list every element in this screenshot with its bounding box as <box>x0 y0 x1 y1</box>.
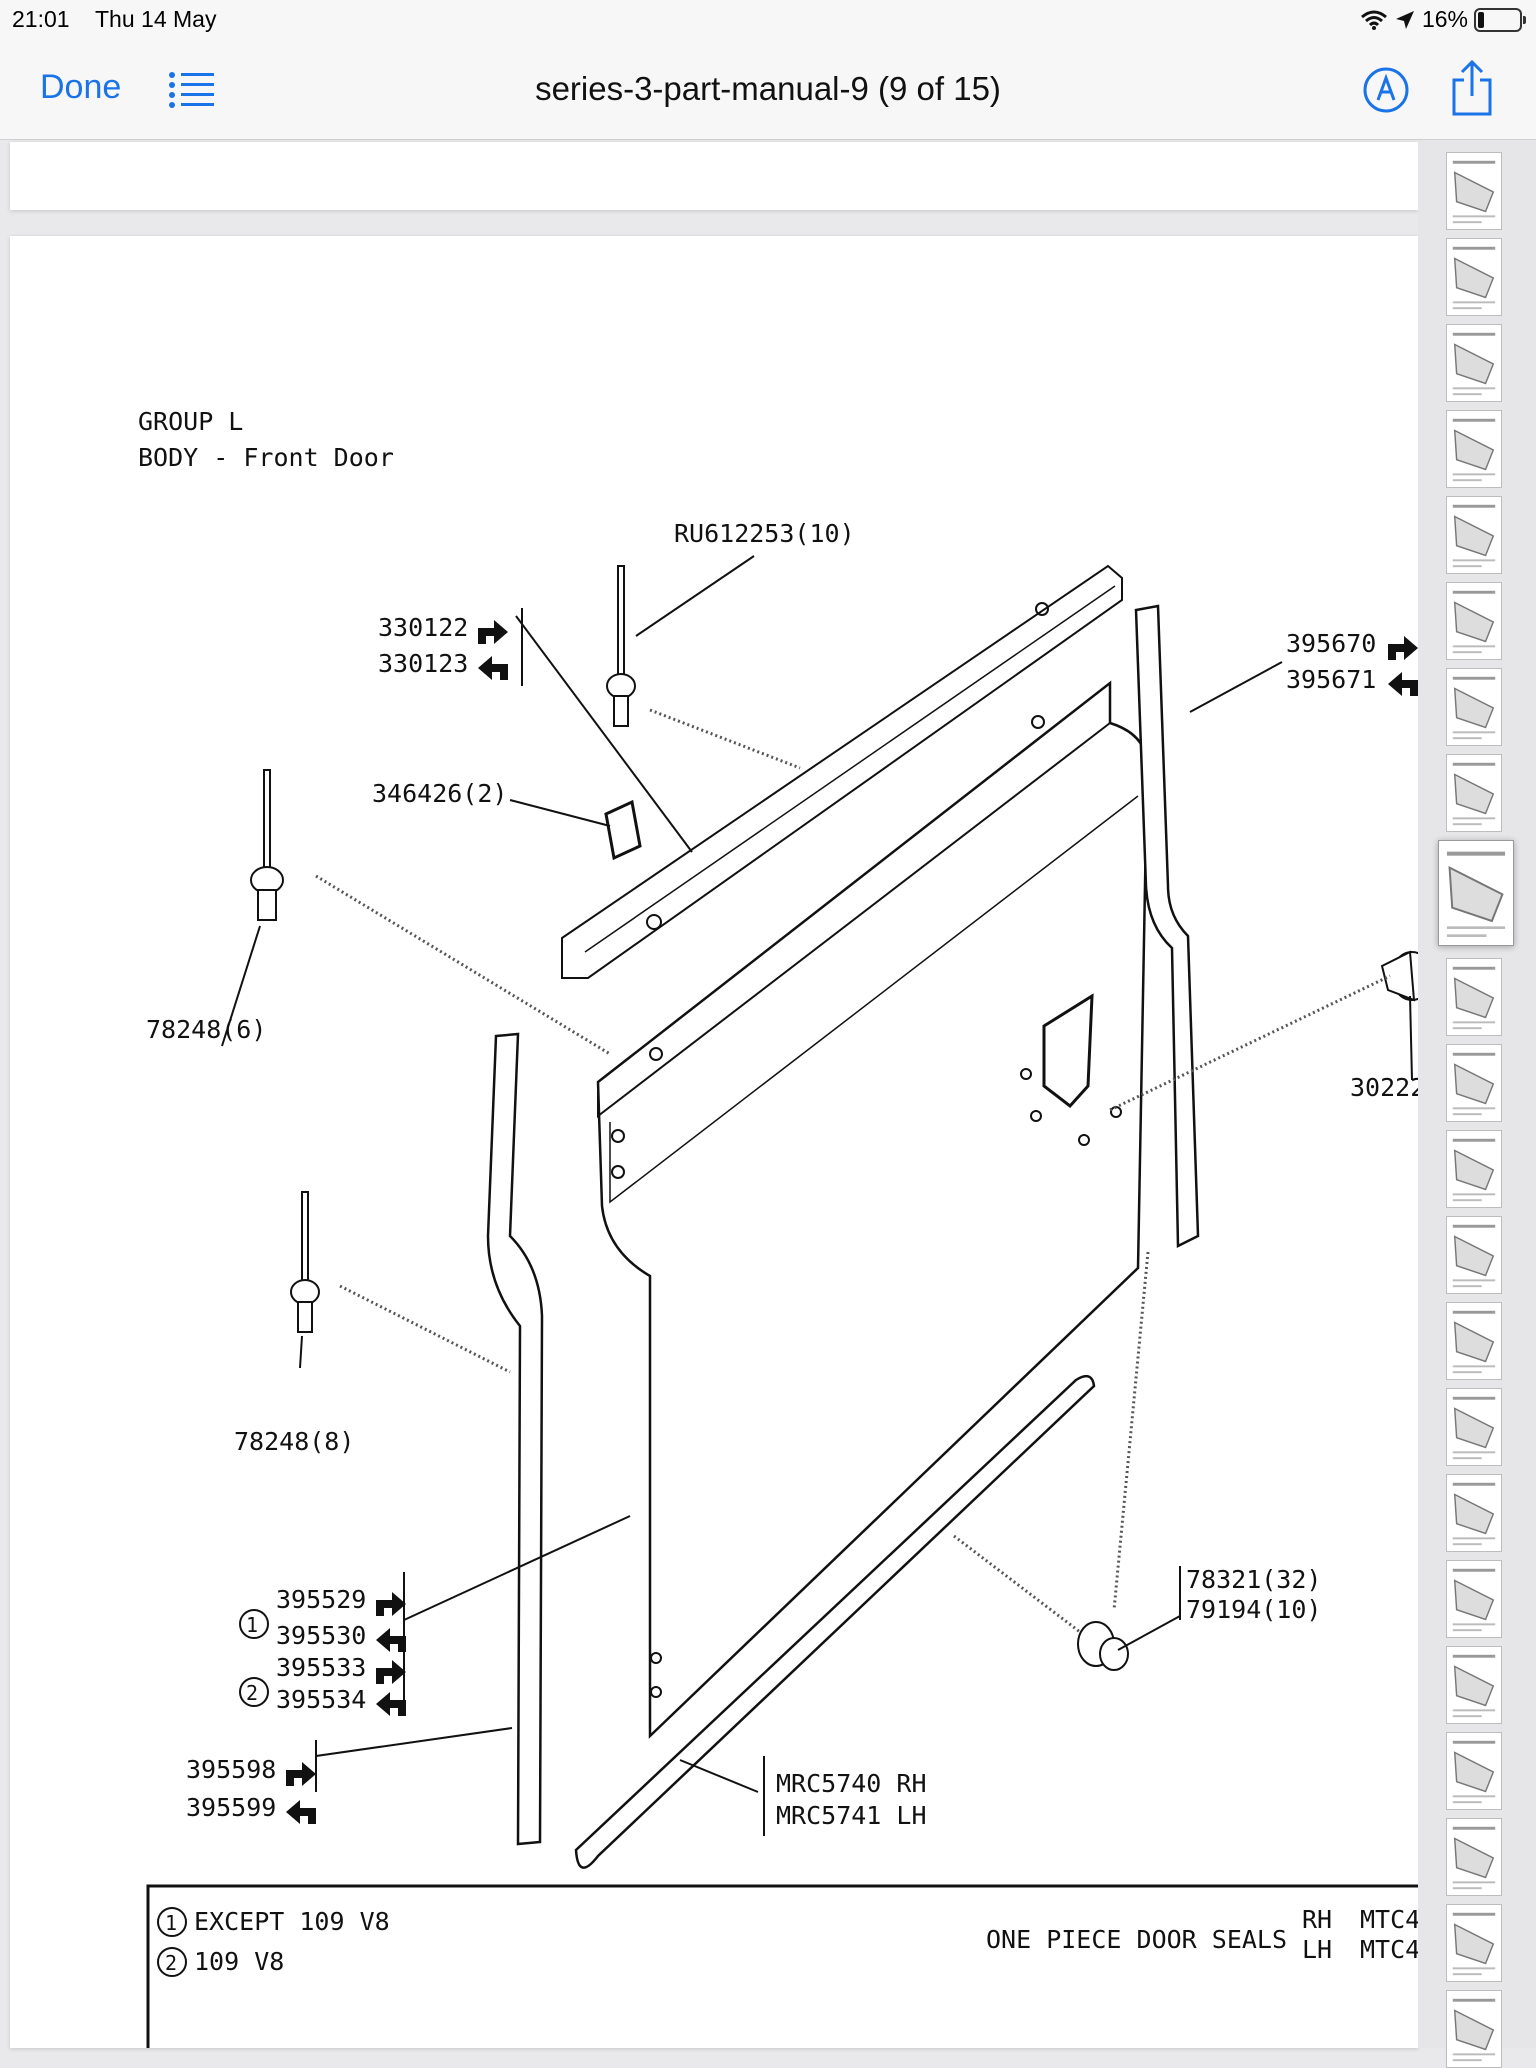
label-395529: 395529 <box>276 1585 366 1614</box>
page-thumbnail[interactable] <box>1446 754 1502 832</box>
rivet-low-left <box>290 1191 320 1333</box>
page-thumbnail[interactable] <box>1446 496 1502 574</box>
label-395534: 395534 <box>276 1685 366 1714</box>
label-78248-6: 78248(6) <box>146 1015 266 1044</box>
status-bar: 21:01 Thu 14 May 16% <box>0 0 1536 40</box>
label-78248-8: 78248(8) <box>234 1427 354 1456</box>
note-2-text: 109 V8 <box>194 1947 284 1976</box>
page-thumbnail[interactable] <box>1446 1474 1502 1552</box>
door-seals-note: ONE PIECE DOOR SEALS <box>986 1925 1287 1954</box>
status-indicators: 16% <box>1360 6 1526 33</box>
leader-lines <box>221 555 1413 1836</box>
top-channel <box>561 564 1123 979</box>
done-button[interactable]: Done <box>40 68 122 106</box>
page-thumbnail[interactable] <box>1446 1388 1502 1466</box>
label-346426: 346426(2) <box>372 779 507 808</box>
label-395671: 395671 <box>1286 665 1376 694</box>
note-1-icon <box>157 1907 187 1937</box>
label-330122: 330122 <box>378 613 468 642</box>
battery-fill <box>1478 11 1484 28</box>
note-1-number: 1 <box>165 1911 177 1935</box>
page-thumbnail[interactable] <box>1446 324 1502 402</box>
button-302222 <box>1380 950 1418 1002</box>
label-ru612253: RU612253(10) <box>674 519 855 548</box>
note-2-icon <box>157 1947 187 1977</box>
page-thumbnail[interactable] <box>1446 238 1502 316</box>
page-thumbnail[interactable] <box>1446 1130 1502 1208</box>
wifi-icon <box>1360 10 1387 30</box>
document-title: series-3-part-manual-9 (9 of 15) <box>535 70 1001 107</box>
label-mrc5741: MRC5741 LH <box>776 1801 927 1830</box>
assembly-lines <box>315 708 1391 1634</box>
bottom-door-seal <box>574 1374 1096 1869</box>
label-395533: 395533 <box>276 1653 366 1682</box>
page-thumbnail[interactable] <box>1446 1990 1502 2068</box>
battery-icon <box>1474 7 1526 32</box>
status-date: Thu 14 May <box>95 6 217 32</box>
callout-2-icon <box>239 1677 269 1707</box>
label-395598: 395598 <box>186 1755 276 1784</box>
page-thumbnail[interactable] <box>1446 1904 1502 1982</box>
page-thumbnail[interactable] <box>1446 668 1502 746</box>
exploded-diagram: GROUP L BODY - Front Door <box>138 407 1418 2048</box>
page-thumbnail[interactable] <box>1446 1302 1502 1380</box>
label-395530: 395530 <box>276 1621 366 1650</box>
page-thumbnail[interactable] <box>1446 410 1502 488</box>
page-thumbnail[interactable] <box>1438 840 1514 946</box>
page-thumbnail[interactable] <box>1446 1044 1502 1122</box>
page-thumbnail[interactable] <box>1446 1216 1502 1294</box>
body-heading: BODY - Front Door <box>138 443 394 472</box>
rear-door-seal <box>1134 604 1200 1249</box>
battery-percent: 16% <box>1421 6 1468 32</box>
thumbnail-rail[interactable] <box>1418 140 1536 2068</box>
seal-lh-part: MTC411 <box>1360 1935 1418 1964</box>
page-thumbnail[interactable] <box>1446 582 1502 660</box>
front-door-seal <box>486 1032 544 1846</box>
page-thumbnail[interactable] <box>1446 1818 1502 1896</box>
page-thumbnail[interactable] <box>1446 958 1502 1036</box>
label-79194: 79194(10) <box>1186 1595 1321 1624</box>
rivet-top <box>606 565 636 727</box>
clip-346426 <box>604 799 642 861</box>
stud-78321 <box>1077 1621 1129 1671</box>
page-thumbnail[interactable] <box>1446 1646 1502 1724</box>
label-395599: 395599 <box>186 1793 276 1822</box>
label-78321: 78321(32) <box>1186 1565 1321 1594</box>
page-thumbnail[interactable] <box>1446 1732 1502 1810</box>
callout-2-label: 2 <box>246 1681 258 1705</box>
rivet-mid-left <box>250 769 284 921</box>
status-time: 21:01 <box>12 6 70 32</box>
page-thumbnail[interactable] <box>1446 1560 1502 1638</box>
note-2-number: 2 <box>165 1951 177 1975</box>
handle-recess <box>1042 993 1094 1109</box>
direction-arrows <box>286 620 1418 1824</box>
label-302222: 302222 <box>1350 1073 1418 1102</box>
markup-icon[interactable] <box>1362 66 1410 114</box>
page-thumbnail[interactable] <box>1446 152 1502 230</box>
note-1-text: EXCEPT 109 V8 <box>194 1907 390 1936</box>
seal-lh-label: LH <box>1302 1935 1332 1964</box>
callout-1-label: 1 <box>246 1613 258 1637</box>
list-icon[interactable] <box>168 70 216 108</box>
seal-rh-label: RH <box>1302 1905 1332 1934</box>
footnote-box <box>146 1884 1418 2048</box>
door-trim-panel <box>596 680 1149 1739</box>
label-395670: 395670 <box>1286 629 1376 658</box>
nav-bar: Done series-3-part-manual-9 (9 of 15) <box>0 40 1536 140</box>
share-icon[interactable] <box>1450 60 1494 116</box>
location-icon <box>1395 10 1414 29</box>
label-mrc5740: MRC5740 RH <box>776 1769 927 1798</box>
document-page: GROUP L BODY - Front Door <box>10 236 1418 2048</box>
group-heading: GROUP L <box>138 407 243 436</box>
previous-page <box>10 142 1418 210</box>
label-330123: 330123 <box>378 649 468 678</box>
seal-rh-part: MTC411 <box>1360 1905 1418 1934</box>
callout-1-icon <box>239 1609 269 1639</box>
